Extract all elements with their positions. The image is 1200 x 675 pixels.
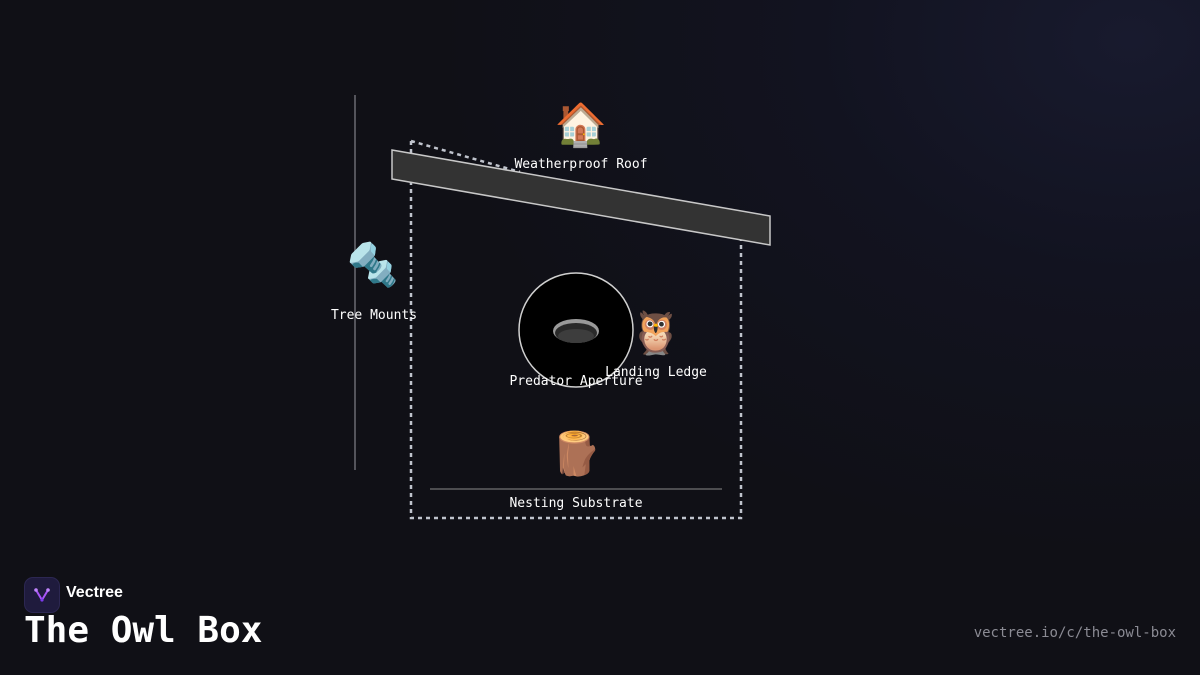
tree-mounts-label: Tree Mounts [330, 308, 418, 323]
vectree-logo-icon [24, 577, 60, 613]
roof-panel [391, 149, 771, 246]
wood-log-icon: 🪵 [549, 429, 603, 478]
page-title: The Owl Box [24, 610, 263, 651]
predator-aperture-label: Predator Aperture [509, 374, 643, 389]
house-icon: 🏠 [554, 100, 608, 149]
brand-name: Vectree [66, 584, 123, 601]
roof-label: Weatherproof Roof [514, 157, 648, 172]
nesting-substrate-label: Nesting Substrate [509, 496, 643, 511]
landing-ledge-label: Landing Ledge [605, 365, 707, 380]
owl-icon: 🦉 [629, 308, 683, 357]
hole-icon [553, 319, 599, 343]
footer-url[interactable]: vectree.io/c/the-owl-box [973, 625, 1176, 641]
box-outline [409, 139, 743, 520]
nut-and-bolt-icon: 🔩 [346, 240, 400, 289]
